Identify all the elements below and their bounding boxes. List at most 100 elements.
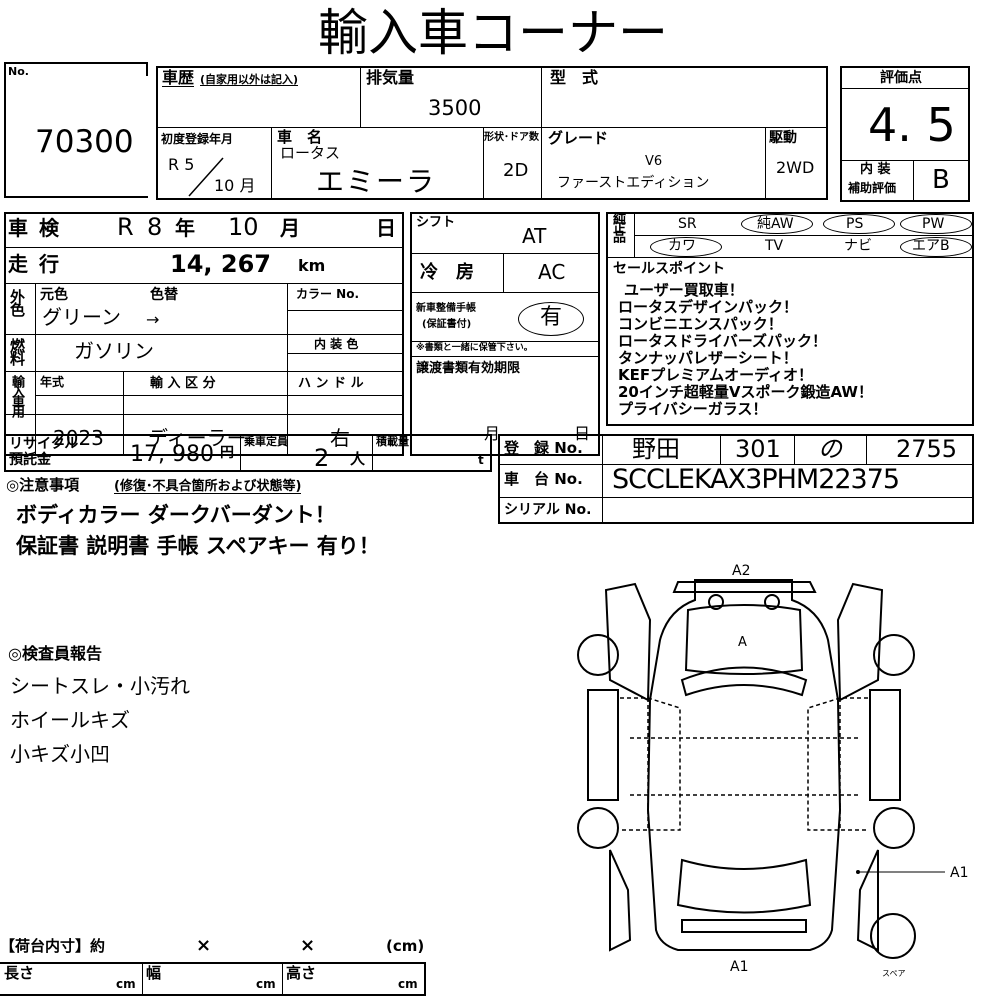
color-value: グリーン — [42, 305, 121, 329]
registration-place: 野田 — [632, 435, 680, 463]
mileage-value: 14, 267 — [170, 250, 271, 278]
inspection-year: 8 — [147, 213, 163, 241]
wheel-front-right — [873, 634, 915, 676]
sales-label: セールスポイント — [613, 261, 725, 277]
diagram-a1-right-label: A1 — [950, 865, 968, 881]
grade-line2: ファーストエディション — [557, 175, 710, 191]
cargo-height-unit: cm — [398, 977, 418, 991]
car-damage-diagram: A2 A A1 A1 スペア — [577, 563, 968, 978]
genuine-ps: PS — [846, 216, 864, 232]
recycle-unit: 円 — [220, 445, 234, 461]
genuine-airbag-circle — [900, 237, 972, 257]
door-left — [604, 582, 652, 702]
registration-number: 2755 — [896, 435, 958, 463]
notes-line-1: ボディカラー ダークバーダント！ — [16, 503, 336, 527]
transfer-day-unit: 日 — [574, 424, 591, 443]
sales-line-7: 20インチ超軽量Vスポーク鍛造AW！ — [618, 383, 873, 401]
displacement-value: 3500 — [428, 96, 482, 120]
cargo-x2: × — [300, 935, 316, 956]
maintenance-label-1: 新車整備手帳 — [416, 303, 476, 314]
capacity-unit: 人 — [350, 450, 366, 468]
first-reg-slash — [188, 157, 224, 197]
wheel-rear-right — [873, 807, 915, 849]
notes-sub: (修復･不具合箇所および状態等) — [114, 479, 302, 494]
fuel-value: ガソリン — [74, 339, 154, 363]
transfer-label: 譲渡書類有効期限 — [416, 361, 521, 376]
mileage-unit: km — [298, 256, 326, 275]
cargo-x1: × — [196, 935, 212, 956]
diagram-spare-label: スペア — [882, 969, 905, 978]
shift-value: AT — [522, 224, 547, 248]
notes-line-2: 保証書 説明書 手帳 スペアキー 有り！ — [16, 534, 380, 558]
genuine-leather-circle — [650, 237, 722, 257]
interior-label-1: 内 装 — [860, 162, 891, 177]
sales-line-1: ユーザー買取車！ — [624, 281, 744, 299]
registration-label: 登 録 No. — [504, 439, 583, 457]
color-side-label: 外色 — [8, 289, 26, 315]
cargo-width-label: 幅 — [146, 964, 162, 982]
car-maker: ロータス — [280, 144, 341, 162]
import-side-label: 輸入車用 — [9, 375, 24, 415]
car-name: エミーラ — [316, 165, 437, 198]
genuine-pw: PW — [922, 216, 945, 232]
no-label: No. — [8, 65, 29, 78]
headlight-right — [764, 594, 780, 610]
model-label: 型 式 — [550, 68, 599, 87]
inspection-month-unit: 月 — [280, 216, 300, 240]
genuine-tv: TV — [765, 238, 784, 254]
color-no-label: カラー No. — [296, 287, 360, 301]
genuine-navi: ナビ — [844, 238, 872, 254]
original-color-label: 元色 — [40, 287, 68, 303]
grade-line1: V6 — [645, 154, 663, 169]
cargo-length-unit: cm — [116, 977, 136, 991]
grade-label: グレード — [548, 129, 609, 147]
drive-label: 駆動 — [769, 130, 797, 146]
chassis-label: 車 台 No. — [504, 470, 583, 488]
car-body-outline — [646, 579, 842, 951]
registration-box — [498, 434, 974, 524]
sales-line-4: ロータスドライバーズパック！ — [618, 332, 827, 350]
genuine-ps-circle — [823, 214, 895, 234]
transfer-month-unit: 月 — [484, 424, 501, 443]
history-label: 車歴 — [162, 68, 195, 87]
shift-label: シフト — [416, 215, 456, 230]
genuine-side-label: 純正品 — [610, 212, 625, 239]
aircon-label: 冷 房 — [420, 262, 474, 283]
recycle-box — [4, 434, 492, 472]
cargo-label: 【荷台内寸】約 — [0, 937, 106, 955]
sales-line-5: タンナッパレザーシート！ — [618, 349, 798, 367]
sales-line-2: ロータスデザインパック！ — [618, 298, 799, 316]
handle-label: ハ ン ド ル — [298, 376, 364, 391]
import-type: ディーラー — [148, 426, 247, 450]
interior-label-2: 補助評価 — [848, 181, 897, 195]
repaint-label: 色替 — [150, 287, 178, 303]
cargo-width-unit: cm — [256, 977, 276, 991]
capacity-label: 乗車定員 — [244, 435, 288, 448]
drive-value: 2WD — [776, 158, 815, 177]
first-reg-era: R 5 — [168, 155, 195, 174]
genuine-aw-circle — [741, 214, 813, 234]
wheel-rear-left — [577, 807, 619, 849]
cargo-length-label: 長さ — [4, 964, 35, 982]
score-label: 評価点 — [880, 70, 922, 86]
serial-label: シリアル No. — [504, 502, 592, 518]
inspector-label: ◎検査員報告 — [8, 644, 102, 663]
inspection-month: 10 — [228, 213, 259, 241]
recycle-value: 17, 980 — [130, 442, 214, 467]
aircon-value: AC — [538, 260, 566, 284]
chassis-value: SCCLEKAX3PHM22375 — [612, 464, 900, 495]
load-label: 積載量 — [376, 435, 409, 448]
cargo-height-label: 高さ — [286, 964, 317, 982]
doors-value: 2D — [503, 160, 529, 181]
handle-value: 右 — [330, 426, 350, 450]
diagram-a2-label: A2 — [732, 563, 750, 579]
diagram-a1-bottom-label: A1 — [730, 959, 748, 975]
sales-line-6: KEFプレミアムオーディオ！ — [618, 366, 814, 384]
page-title: 輸入車コーナー — [318, 4, 668, 62]
inspection-year-unit: 年 — [175, 216, 195, 240]
cargo-unit: (cm) — [386, 937, 425, 955]
genuine-pw-circle — [900, 214, 972, 234]
inspection-era: R — [117, 213, 134, 241]
maintenance-note: ※書類と一緒に保管下さい。 — [416, 343, 533, 353]
capacity-value: 2 — [314, 444, 330, 472]
